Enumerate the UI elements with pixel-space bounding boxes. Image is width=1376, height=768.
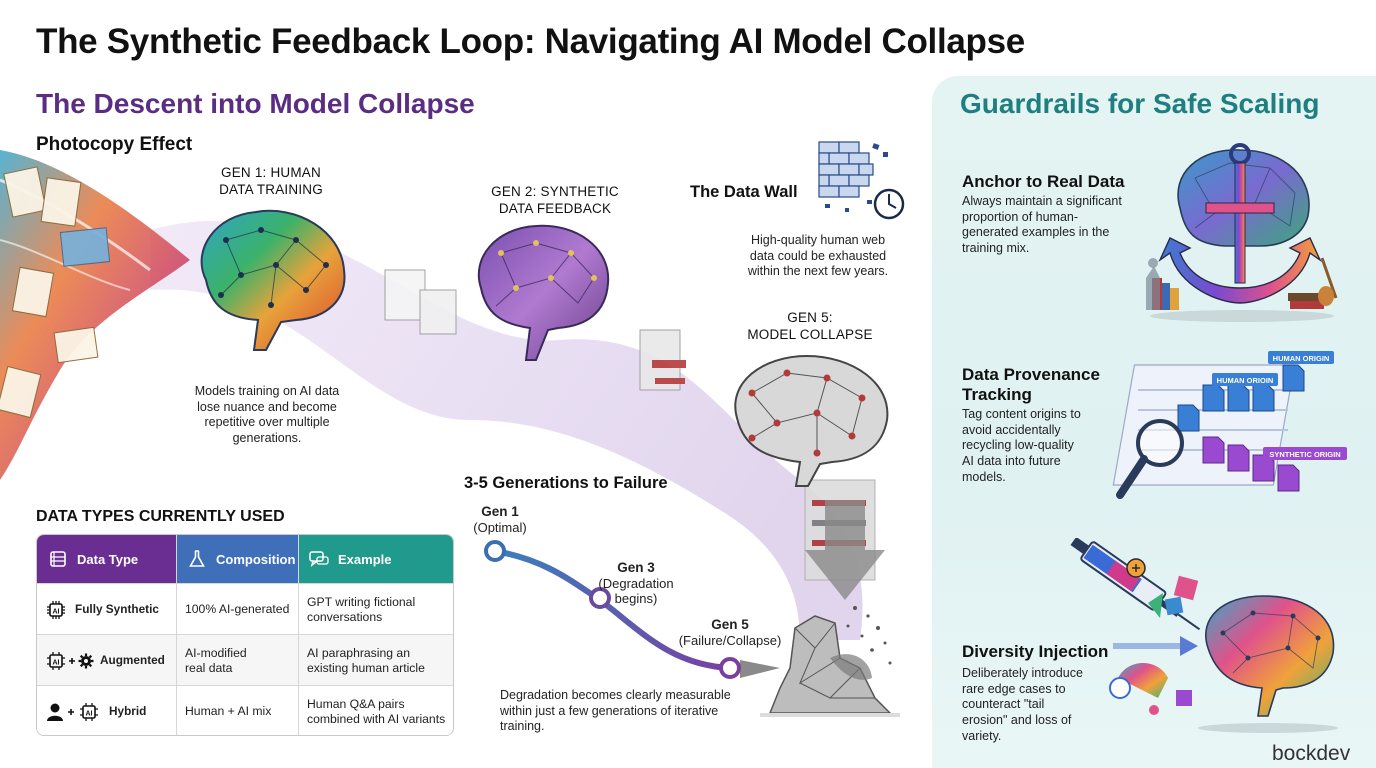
row-composition-cell: Human + AI mix <box>185 704 272 719</box>
column-header-composition: Composition <box>176 535 298 583</box>
row-example-cell: Human Q&A pairs combined with AI variant… <box>307 696 446 726</box>
chat-icon <box>308 548 330 570</box>
table-row: AI Hybrid Human + AI mix Human Q&A pairs… <box>37 685 453 735</box>
watermark: bockdev <box>1272 742 1351 765</box>
flask-icon <box>186 548 208 570</box>
synthetic-origin-tag: SYNTHETIC ORIGIN <box>1269 450 1340 459</box>
svg-text:AI: AI <box>53 659 60 666</box>
gen1-marker <box>484 540 506 562</box>
diversity-injection-icon <box>1070 538 1338 733</box>
generations-curve <box>484 540 780 679</box>
row-example-cell: GPT writing fictional conversations <box>307 594 416 624</box>
guardrail-text-provenance: Tag content origins to avoid accidentall… <box>962 407 1081 484</box>
gen1-point-label: Gen 1(Optimal) <box>473 504 527 536</box>
gen2-label: GEN 2: SYNTHETIC DATA FEEDBACK <box>491 184 619 216</box>
data-types-heading: DATA TYPES CURRENTLY USED <box>36 508 285 525</box>
generations-title: 3-5 Generations to Failure <box>464 474 668 492</box>
row-type-cell: AI Hybrid <box>45 686 180 735</box>
column-header-example: Example <box>298 535 453 583</box>
guardrail-heading-anchor: Anchor to Real Data <box>962 172 1125 191</box>
ai-plus-gear-icon: AI <box>45 650 95 672</box>
data-wall-note: High-quality human web data could be exh… <box>747 233 889 279</box>
data-types-table: Data Type Composition Example AI Fully S… <box>36 534 454 736</box>
row-composition-cell: AI-modified real data <box>185 645 247 675</box>
anchor-brain-icon <box>1146 143 1338 322</box>
gen3-point-label: Gen 3(Degradation begins) <box>598 559 674 607</box>
column-divider <box>298 535 299 735</box>
gen3-marker <box>589 587 611 609</box>
guardrail-heading-diversity: Diversity Injection <box>962 642 1109 661</box>
ai-chip-icon: AI <box>45 599 67 621</box>
gen5-marker <box>719 657 741 679</box>
svg-text:AI: AI <box>53 608 60 615</box>
gen5-brain-icon <box>734 354 889 487</box>
main-title: The Synthetic Feedback Loop: Navigating … <box>36 22 1025 61</box>
data-wall-title: The Data Wall <box>690 183 798 201</box>
column-divider <box>176 535 177 735</box>
gen1-brain-icon <box>200 209 346 351</box>
column-header-data-type: Data Type <box>37 535 176 583</box>
gen5-label: GEN 5: MODEL COLLAPSE <box>747 310 873 342</box>
svg-text:AI: AI <box>86 710 93 717</box>
models-note: Models training on AI data lose nuance a… <box>194 384 340 445</box>
human-origin-tag: HUMAN ORIGIN <box>1273 354 1330 363</box>
collapse-flow-illustration <box>0 150 885 640</box>
collapsed-pillar-icon <box>760 606 900 717</box>
human-origin-tag-2: HUMAN ORIOIN <box>1217 376 1274 385</box>
row-composition-cell: 100% AI-generated <box>185 602 290 617</box>
guardrail-text-anchor: Always maintain a significant proportion… <box>962 194 1122 255</box>
table-row: AI Augmented AI-modified real data AI pa… <box>37 634 453 686</box>
gen1-label: GEN 1: HUMAN DATA TRAINING <box>219 165 323 197</box>
descent-section-title: The Descent into Model Collapse <box>36 88 475 119</box>
table-row: AI Fully Synthetic 100% AI-generated GPT… <box>37 583 453 635</box>
provenance-docs-icon: HUMAN ORIGIN HUMAN ORIOIN SYNTHETIC ORIG… <box>1112 351 1347 499</box>
row-example-cell: AI paraphrasing an existing human articl… <box>307 645 425 675</box>
photocopy-effect-label: Photocopy Effect <box>36 134 193 155</box>
generations-note: Degradation becomes clearly measurable w… <box>500 688 731 734</box>
person-plus-ai-icon: AI <box>45 701 103 723</box>
database-icon <box>47 548 69 570</box>
guardrail-text-diversity: Deliberately introduce rare edge cases t… <box>962 666 1083 743</box>
guardrails-title: Guardrails for Safe Scaling <box>960 88 1320 119</box>
gen5-point-label: Gen 5(Failure/Collapse) <box>678 617 782 649</box>
row-type-cell: AI Augmented <box>45 635 180 686</box>
guardrail-heading-provenance: Data Provenance Tracking <box>962 365 1100 405</box>
row-type-cell: AI Fully Synthetic <box>45 584 175 635</box>
brick-wall-clock-icon <box>818 141 905 220</box>
gen2-brain-icon <box>477 224 610 361</box>
